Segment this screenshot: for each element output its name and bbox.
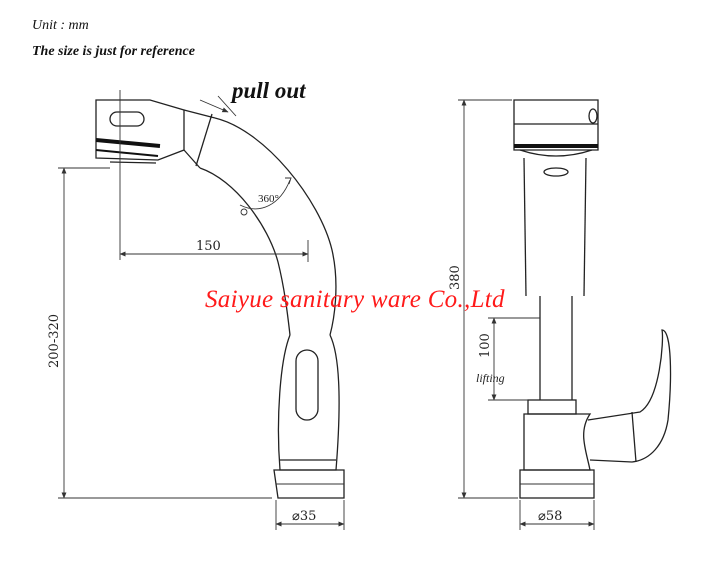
height-range-value: 200-320 — [47, 314, 62, 368]
base-left-diameter: ⌀35 — [292, 509, 316, 524]
pull-out-seam — [195, 113, 213, 167]
neck-inner — [199, 167, 291, 336]
base-right-diameter: ⌀58 — [538, 509, 562, 524]
left-faucet — [58, 90, 345, 530]
rotation-label: 360° — [258, 193, 279, 205]
neck-outer — [214, 117, 337, 336]
body-window — [295, 349, 319, 421]
spray-button — [109, 111, 145, 127]
base — [273, 469, 345, 499]
lift-travel-value: 100 — [478, 333, 493, 358]
watermark: Saiyue sanitary ware Co.,Ltd — [205, 286, 505, 313]
lifting-label: lifting — [476, 371, 505, 385]
unit-note: Unit : mm — [32, 18, 89, 33]
spout-reach-value: 150 — [196, 239, 221, 254]
total-height-value: 380 — [448, 265, 463, 290]
spray-band — [95, 138, 161, 148]
handle-lever — [587, 329, 672, 463]
front-head — [513, 99, 599, 151]
pull-out-label: pull out — [232, 78, 306, 103]
collar — [527, 399, 577, 415]
reference-note: The size is just for reference — [32, 44, 195, 59]
front-body — [523, 413, 592, 471]
right-faucet — [458, 99, 672, 530]
body — [277, 334, 340, 471]
